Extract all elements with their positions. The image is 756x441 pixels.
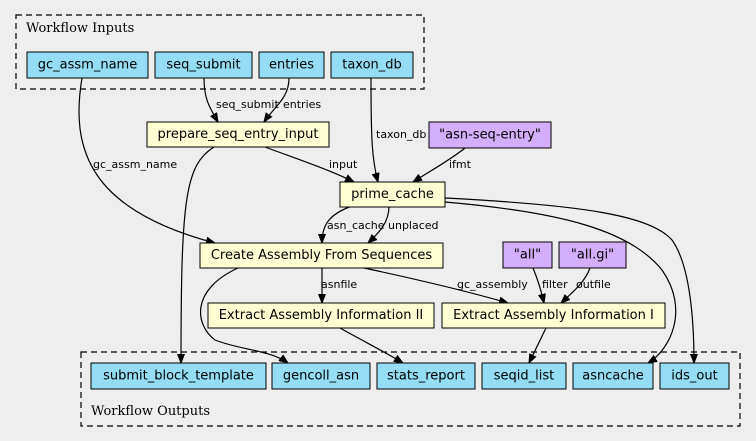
workflow-outputs-cluster: Workflow Outputs (80, 351, 741, 427)
node-label: ids_out (671, 369, 717, 384)
node-label: "asn-seq-entry" (439, 128, 541, 143)
edge-label-taxon-db: taxon_db (376, 128, 426, 141)
output-node-asncache[interactable]: asncache (572, 362, 654, 390)
input-node-seq-submit[interactable]: seq_submit (154, 51, 253, 79)
output-node-ids-out[interactable]: ids_out (659, 362, 730, 390)
edge-taxon-db-to-prime-cache: taxon_db (370, 77, 426, 182)
edge-all-to-extract-i: filter (532, 267, 568, 303)
param-node-all-gi[interactable]: "all.gi" (558, 241, 627, 269)
edge-label-ifmt: ifmt (449, 158, 472, 171)
node-label: stats_report (387, 369, 465, 384)
edge-create-to-extract-ii: asnfile (321, 268, 357, 303)
step-node-prepare-seq-entry-input[interactable]: prepare_seq_entry_input (146, 121, 330, 148)
edge-asn-seq-entry-to-prime-cache: ifmt (413, 147, 472, 182)
node-label: asncache (582, 369, 643, 384)
edge-label-input: input (329, 158, 358, 171)
node-label: Extract Assembly Information I (453, 308, 654, 323)
edge-prime-cache-to-ids-out (444, 197, 694, 363)
output-node-submit-block-template[interactable]: submit_block_template (90, 362, 267, 390)
edge-prime-cache-to-asncache (444, 201, 677, 363)
input-node-entries[interactable]: entries (258, 51, 325, 79)
output-node-seqid-list[interactable]: seqid_list (481, 362, 567, 390)
edge-label-gc-assembly: gc_assembly (457, 278, 528, 291)
edge-prime-cache-to-create-asn-cache: asn_cache (322, 205, 385, 243)
node-label: Extract Assembly Information II (219, 308, 424, 323)
node-label: prime_cache (351, 187, 434, 202)
param-node-all[interactable]: "all" (502, 241, 553, 269)
step-node-extract-info-i[interactable]: Extract Assembly Information I (441, 302, 666, 329)
node-label: entries (269, 58, 314, 73)
input-node-taxon-db[interactable]: taxon_db (330, 51, 414, 79)
edge-gc-assm-name-to-create: gc_assm_name (78, 77, 215, 243)
input-node-gc-assm-name[interactable]: gc_assm_name (26, 51, 149, 79)
edge-prepare-to-prime-cache: input (264, 146, 358, 182)
step-node-create-assembly[interactable]: Create Assembly From Sequences (199, 242, 444, 269)
edge-prepare-to-submit-block-template (181, 146, 215, 363)
output-node-stats-report[interactable]: stats_report (376, 362, 476, 390)
node-label: prepare_seq_entry_input (158, 127, 319, 142)
node-label: "all.gi" (571, 248, 614, 263)
edge-entries-to-prepare: entries (264, 77, 321, 122)
step-node-extract-info-ii[interactable]: Extract Assembly Information II (207, 302, 435, 329)
node-label: gc_assm_name (38, 58, 137, 73)
step-node-prime-cache[interactable]: prime_cache (339, 181, 446, 208)
edge-create-to-gencoll-asn (199, 267, 288, 363)
workflow-outputs-label: Workflow Outputs (91, 404, 210, 419)
edge-label-unplaced: unplaced (388, 219, 439, 232)
edge-label-seq-submit: seq_submit (216, 98, 279, 111)
workflow-inputs-label: Workflow Inputs (26, 21, 134, 36)
node-label: gencoll_asn (283, 369, 359, 384)
edge-label-entries: entries (283, 98, 321, 111)
node-label: taxon_db (342, 58, 402, 73)
edge-extract-i-to-seqid-list (529, 327, 547, 363)
node-label: seqid_list (494, 369, 554, 384)
edge-seq-submit-to-prepare: seq_submit (203, 77, 279, 122)
node-label: "all" (514, 248, 541, 263)
edges: seq_submit entries gc_assm_name taxon_db… (78, 77, 694, 363)
edge-label-outfile: outfile (576, 278, 611, 291)
edge-create-to-extract-i: gc_assembly (363, 267, 528, 303)
edge-extract-ii-to-stats-report (339, 327, 403, 363)
output-node-gencoll-asn[interactable]: gencoll_asn (271, 362, 371, 390)
node-label: submit_block_template (103, 369, 254, 384)
edge-label-gc-assm-name: gc_assm_name (93, 158, 177, 171)
edge-label-asn-cache: asn_cache (327, 219, 385, 232)
node-label: seq_submit (166, 58, 240, 73)
node-label: Create Assembly From Sequences (211, 248, 433, 263)
param-node-asn-seq-entry[interactable]: "asn-seq-entry" (428, 121, 552, 149)
edge-prime-cache-to-create-unplaced: unplaced (368, 205, 439, 243)
edge-all-gi-to-extract-i: outfile (561, 267, 611, 303)
edge-label-asnfile: asnfile (321, 278, 357, 291)
workflow-inputs-cluster: Workflow Inputs (15, 14, 425, 90)
edge-label-filter: filter (542, 278, 568, 291)
